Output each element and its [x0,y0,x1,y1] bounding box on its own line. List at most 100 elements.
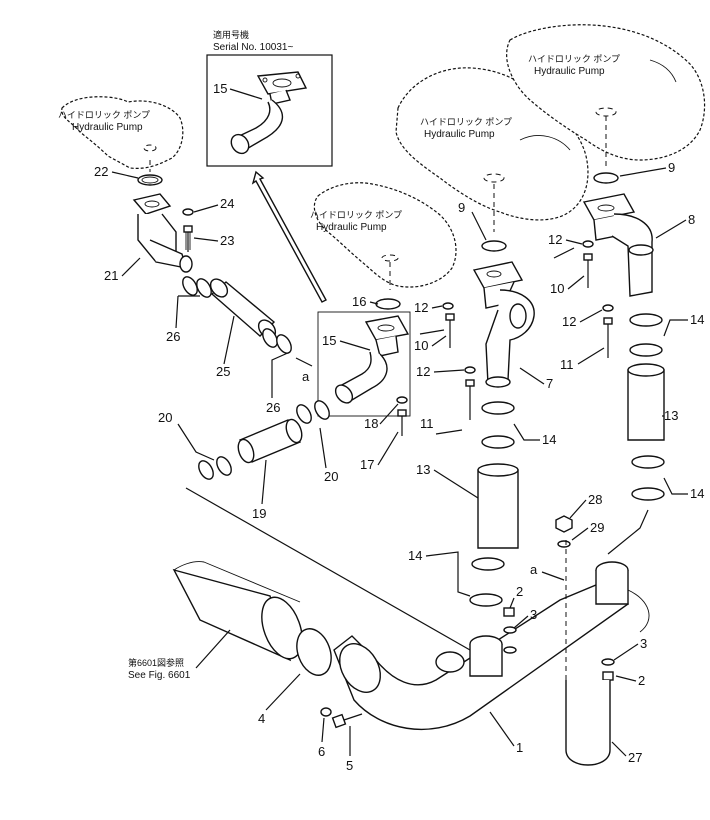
inset-serial: Serial No. 10031~ [213,42,293,53]
label-12-b: 12 [562,314,576,329]
label-14-lower: 14 [408,548,422,563]
pump-right-en: Hydraulic Pump [534,66,605,77]
bracket-15-frame [317,311,411,417]
pump-left: ハイドロリック ポンプ Hydraulic Pump [58,96,184,172]
label-10-right: 10 [550,281,564,296]
label-17: 17 [360,457,374,472]
main-pipe-1 [333,561,650,731]
oring-4 [296,628,332,676]
label-a-left: a [302,369,310,384]
clamps-14-lower [469,557,505,607]
label-25: 25 [216,364,230,379]
label-23: 23 [220,233,234,248]
label-27: 27 [628,750,642,765]
oring-9-mid [481,240,507,252]
label-26-upper: 26 [166,329,180,344]
label-26-lower: 26 [266,400,280,415]
washer-29 [557,540,571,548]
hose-19 [237,418,303,464]
label-24: 24 [220,196,234,211]
pump-upper-middle-jp: ハイドロリック ポンプ [420,117,512,127]
ubolt-27 [565,680,611,766]
clamps-20-lower [198,456,232,480]
label-9-right: 9 [668,160,675,175]
label-18: 18 [364,416,378,431]
see-fig-en: See Fig. 6601 [128,670,191,681]
label-11-left: 11 [420,416,434,431]
pump-middle: ハイドロリック ポンプ Hydraulic Pump [310,182,457,290]
pump-right: ハイドロリック ポンプ Hydraulic Pump [506,24,706,168]
label-15-inset: 15 [213,81,227,96]
serial-inset: 適用号機 Serial No. 10031~ 15 [206,29,333,167]
clamps-26-lower [262,328,292,354]
label-13-mid: 13 [416,462,430,477]
washer-6 [320,707,332,717]
oring-9-right [593,172,619,184]
washer-12-right [582,240,614,312]
clamps-14-mid [481,401,515,449]
label-20-left: 20 [158,410,172,425]
part-labels: 22 24 23 21 26 25 26 a 16 15 18 17 20 20… [94,160,704,773]
washer-12-left [442,302,476,374]
bolt-23 [183,225,193,252]
flange-elbow-15 [334,315,410,404]
bolt-5 [331,713,363,729]
label-29: 29 [590,520,604,535]
inset-frame [206,54,333,167]
flange-elbow-8 [582,193,654,297]
label-9-mid: 9 [458,200,465,215]
pump-middle-en: Hydraulic Pump [316,222,387,233]
label-14-right-upper: 14 [690,312,704,327]
pump-left-jp: ハイドロリック ポンプ [58,110,150,120]
label-a-right: a [530,562,538,577]
label-6: 6 [318,744,325,759]
clamps-20-upper [296,400,330,424]
label-15: 15 [322,333,336,348]
label-19: 19 [252,506,266,521]
label-3-right: 3 [640,636,647,651]
flange-elbow-7 [472,261,535,388]
guide-lines [185,247,649,680]
pump-upper-middle-en: Hydraulic Pump [424,129,495,140]
inset-arrow [251,170,327,303]
label-12-c: 12 [414,300,428,315]
label-7: 7 [546,376,553,391]
label-12-a: 12 [548,232,562,247]
label-2-right: 2 [638,673,645,688]
elbow-21 [132,193,193,273]
inset-elbow-part [230,71,308,155]
suction-tube-ref [172,561,303,662]
washer-18 [396,396,408,404]
oring-22 [137,174,163,186]
label-13-right: 13 [664,408,678,423]
inset-title: 適用号機 [213,29,249,40]
label-12-d: 12 [416,364,430,379]
label-14-mid: 14 [542,432,556,447]
bolt-11-right [603,317,613,358]
label-10-left: 10 [414,338,428,353]
bolt-17 [397,409,407,436]
bolt-10-right [583,253,593,288]
oring-16 [375,298,401,310]
label-16: 16 [352,294,366,309]
clamps-26-upper [182,276,212,298]
label-4: 4 [258,711,265,726]
pump-right-jp: ハイドロリック ポンプ [528,54,620,64]
label-3-left: 3 [530,607,537,622]
hose-13-mid [477,463,519,549]
nut-28 [555,515,573,533]
label-14-right-lower: 14 [690,486,704,501]
label-21: 21 [104,268,118,283]
hose-13-right [627,363,665,441]
hose-25 [209,278,277,339]
label-20-right: 20 [324,469,338,484]
label-22: 22 [94,164,108,179]
pump-middle-jp: ハイドロリック ポンプ [310,210,402,220]
label-2-left: 2 [516,584,523,599]
washer-24 [182,208,194,216]
label-28: 28 [588,492,602,507]
bolt-11-left [465,379,475,420]
plug-2-left [503,607,517,654]
clamps-14-right-upper [629,313,663,357]
